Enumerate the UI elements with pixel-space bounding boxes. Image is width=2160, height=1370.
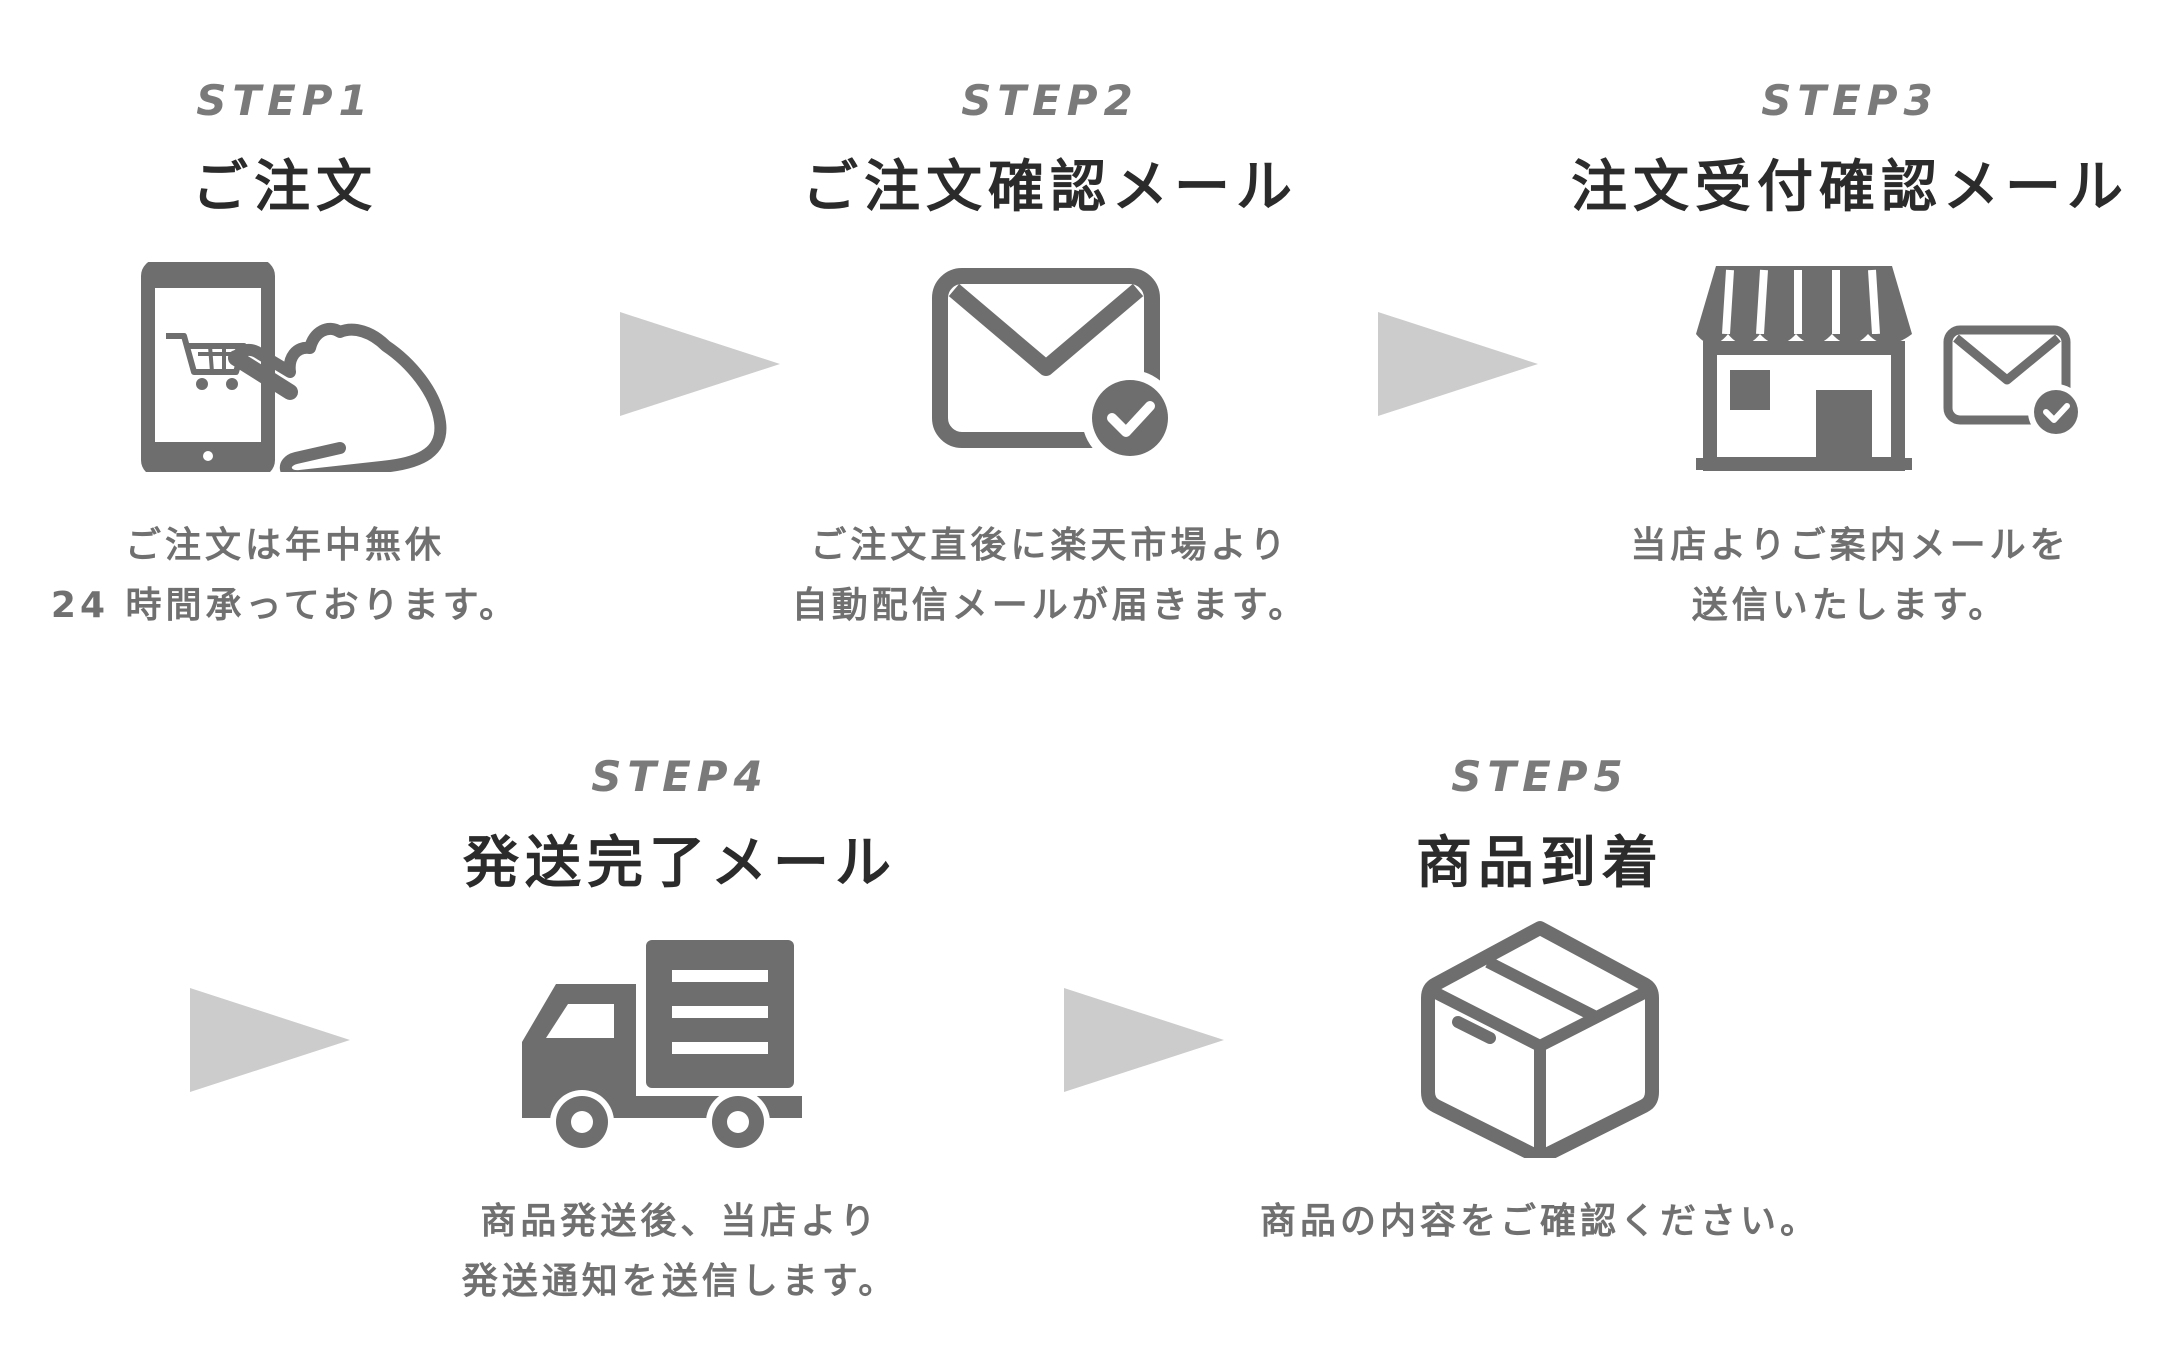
arrow-right-icon xyxy=(190,988,350,1092)
step-desc-line-1: ご注文直後に楽天市場より xyxy=(810,525,1290,566)
step-title: 商品到着 xyxy=(1416,831,1664,896)
step-title: ご注文 xyxy=(192,155,378,220)
step-desc-line-1: 商品発送後、当店より xyxy=(480,1201,880,1242)
step-desc-line-1: 商品の内容をご確認ください。 xyxy=(1259,1201,1820,1242)
step-label: STEP4 xyxy=(591,752,769,801)
delivery-truck-icon xyxy=(522,940,802,1154)
step-label: STEP3 xyxy=(1761,76,1939,125)
step-4: STEP4 発送完了メール 商品発送後、当店より 発送通知を送信します。 xyxy=(400,0,960,1370)
step-desc-line-2: 24 時間承っております。 xyxy=(50,585,520,626)
step-desc-line-2: 発送通知を送信します。 xyxy=(461,1261,899,1302)
step-label: STEP5 xyxy=(1451,752,1629,801)
step-3: STEP3 注文受付確認メール 当店よりご案内メールを 送信いたします。 xyxy=(1560,0,2140,680)
mail-check-icon xyxy=(932,268,1178,466)
store-mail-icon xyxy=(1696,266,2084,471)
step-1: STEP1 ご注文 ご注文は年中無休 24 時間承っております。 xyxy=(40,0,530,680)
step-desc-line-1: ご注文は年中無休 xyxy=(124,525,445,566)
arrow-right-icon xyxy=(1064,988,1224,1092)
step-label: STEP1 xyxy=(196,76,374,125)
step-title: 注文受付確認メール xyxy=(1571,155,2129,220)
arrow-right-icon xyxy=(620,312,780,416)
step-desc-line-1: 当店よりご案内メールを xyxy=(1630,525,2070,566)
step-label: STEP2 xyxy=(961,76,1139,125)
step-title: 発送完了メール xyxy=(463,831,897,896)
step-title: ご注文確認メール xyxy=(802,155,1298,220)
step-desc-line-2: 送信いたします。 xyxy=(1691,585,2009,626)
smartphone-cart-hand-icon xyxy=(141,262,447,472)
arrow-right-icon xyxy=(1378,312,1538,416)
package-box-icon xyxy=(1421,921,1659,1158)
step-5: STEP5 商品到着 商品の内容をご確認ください。 xyxy=(1240,0,1840,1370)
step-desc-line-2: 自動配信メールが届きます。 xyxy=(791,585,1309,626)
step-2: STEP2 ご注文確認メール ご注文直後に楽天市場より 自動配信メールが届きます… xyxy=(770,0,1330,680)
